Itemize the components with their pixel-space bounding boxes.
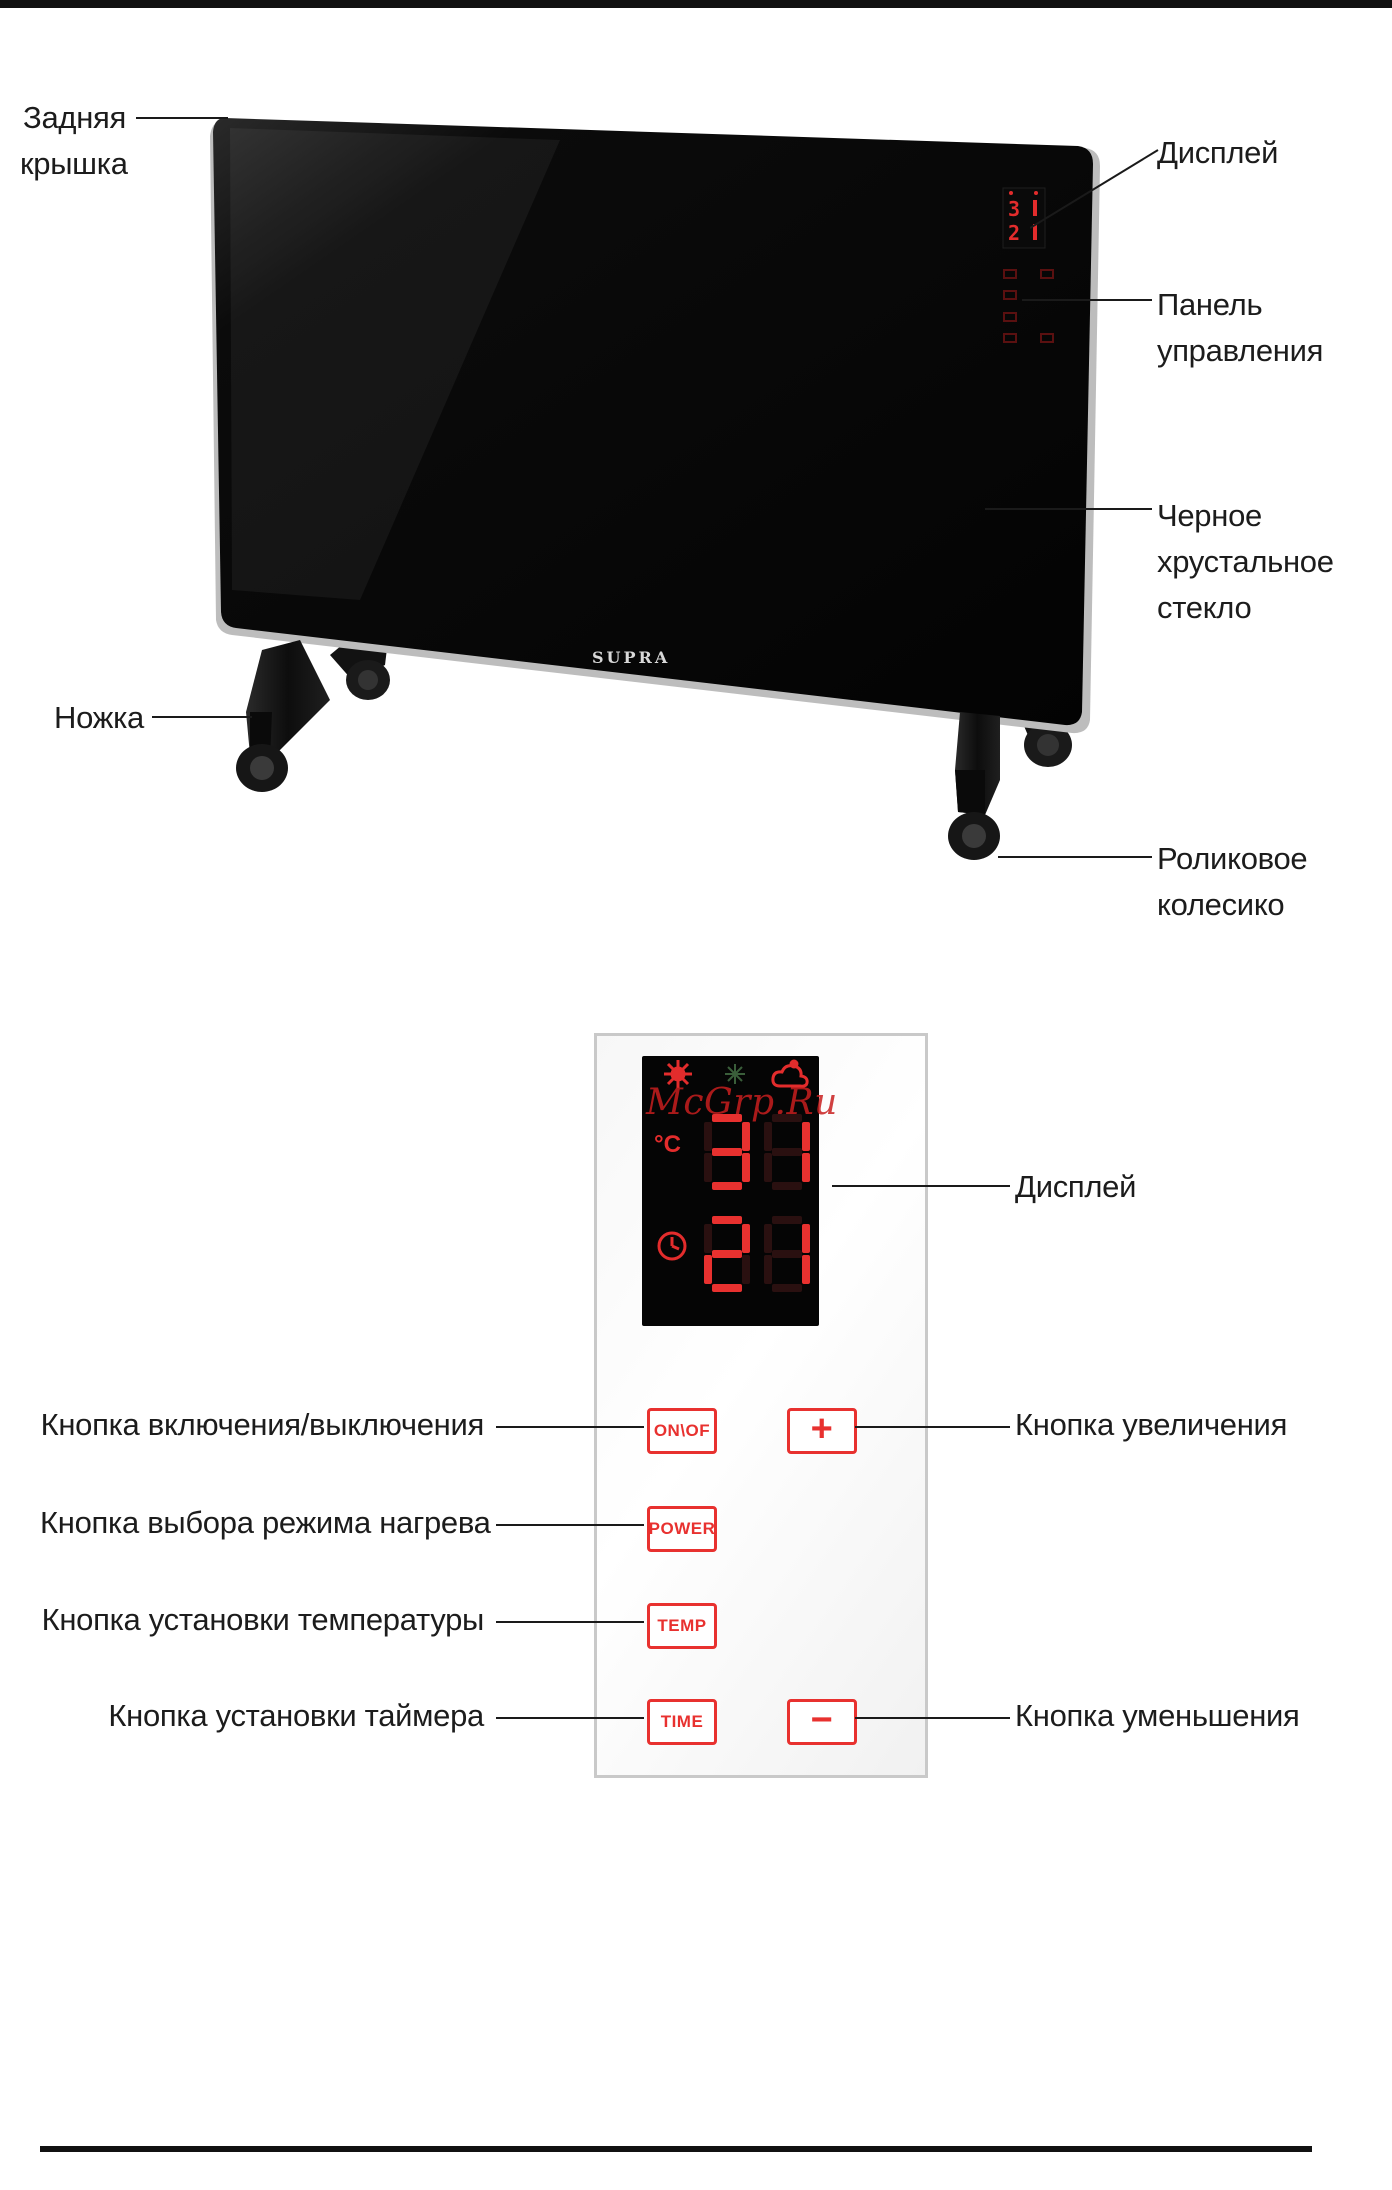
digit-segment — [802, 1224, 810, 1253]
front-leg-right — [948, 712, 1000, 860]
on-off-button[interactable]: ON\OF — [647, 1408, 717, 1454]
label-caster: Роликовое колесико — [1157, 836, 1307, 928]
seven-segment-digits — [642, 1056, 819, 1326]
temp-button-label: TEMP — [657, 1616, 706, 1636]
on-off-button-label: ON\OF — [654, 1421, 710, 1441]
leader-glass — [985, 508, 1152, 510]
digit-segment — [742, 1224, 750, 1253]
minus-icon: − — [811, 1701, 834, 1739]
digit-segment — [742, 1255, 750, 1284]
label-temp: Кнопка установки температуры — [40, 1597, 484, 1643]
svg-text:3: 3 — [1008, 197, 1020, 221]
digit-segment — [712, 1182, 742, 1190]
label-glass: Черное хрустальное стекло — [1157, 493, 1334, 631]
minus-button[interactable]: − — [787, 1699, 857, 1745]
leader-display — [832, 1185, 1010, 1187]
leader-display-top — [1030, 148, 1160, 230]
digit-segment — [704, 1224, 712, 1253]
digit-segment — [772, 1284, 802, 1292]
leader-back-cover — [136, 117, 228, 119]
label-power: Кнопка выбора режима нагрева — [40, 1500, 484, 1546]
leader-time — [496, 1717, 644, 1719]
digit-segment — [772, 1148, 802, 1156]
digit-segment — [802, 1255, 810, 1284]
leader-control-panel — [1022, 299, 1152, 301]
power-button[interactable]: POWER — [647, 1506, 717, 1552]
digit-segment — [772, 1216, 802, 1224]
power-button-label: POWER — [649, 1519, 716, 1539]
label-display: Дисплей — [1015, 1164, 1136, 1210]
digit-segment — [802, 1153, 810, 1182]
label-plus: Кнопка увеличения — [1015, 1402, 1287, 1448]
label-line: крышка — [20, 141, 126, 187]
digit-segment — [764, 1122, 772, 1151]
label-line: колесико — [1157, 882, 1307, 928]
leader-power — [496, 1524, 644, 1526]
leader-minus — [855, 1717, 1010, 1719]
digit-segment — [742, 1122, 750, 1151]
temperature-readout — [704, 1114, 810, 1190]
digit-segment — [712, 1284, 742, 1292]
label-time: Кнопка установки таймера — [40, 1693, 484, 1739]
leader-temp — [496, 1621, 644, 1623]
digit-segment — [764, 1255, 772, 1284]
plus-button[interactable]: + — [787, 1408, 857, 1454]
digit-segment — [764, 1153, 772, 1182]
label-leg: Ножка — [20, 695, 144, 741]
label-line: хрустальное — [1157, 539, 1334, 585]
svg-text:2: 2 — [1008, 221, 1020, 245]
label-line: управления — [1157, 328, 1323, 374]
label-back-cover: Задняя крышка — [20, 95, 126, 187]
digit-segment — [772, 1250, 802, 1258]
leader-leg — [152, 716, 252, 718]
digit-segment — [742, 1153, 750, 1182]
label-line: Панель — [1157, 282, 1323, 328]
time-button[interactable]: TIME — [647, 1699, 717, 1745]
label-display-top: Дисплей — [1157, 130, 1278, 176]
label-line: Роликовое — [1157, 836, 1307, 882]
digit-segment — [802, 1122, 810, 1151]
digit-segment — [712, 1250, 742, 1258]
digit-segment — [704, 1255, 712, 1284]
label-line: Черное — [1157, 493, 1334, 539]
temp-button[interactable]: TEMP — [647, 1603, 717, 1649]
control-panel: °C McGrp.Ru ON\OF + POWER TEMP TIME − — [594, 1033, 928, 1778]
digit-segment — [772, 1182, 802, 1190]
digit-segment — [704, 1122, 712, 1151]
digit-segment — [712, 1148, 742, 1156]
leader-on-off — [496, 1426, 644, 1428]
leader-plus — [855, 1426, 1010, 1428]
label-minus: Кнопка уменьшения — [1015, 1693, 1300, 1739]
time-button-label: TIME — [661, 1712, 704, 1732]
digit-segment — [704, 1153, 712, 1182]
digit-segment — [764, 1224, 772, 1253]
label-control-panel: Панель управления — [1157, 282, 1323, 374]
digit-segment — [712, 1114, 742, 1122]
leader-caster — [998, 856, 1152, 858]
digit-segment — [712, 1216, 742, 1224]
label-line: стекло — [1157, 585, 1334, 631]
label-line: Задняя — [20, 95, 126, 141]
plus-icon: + — [811, 1410, 834, 1448]
label-line: Дисплей — [1157, 130, 1278, 176]
display-screen: °C McGrp.Ru — [642, 1056, 819, 1326]
brand-logo: SUPRA — [592, 648, 670, 667]
timer-readout — [704, 1216, 810, 1292]
bottom-rule — [40, 2146, 1312, 2152]
label-line: Ножка — [20, 695, 144, 741]
digit-segment — [772, 1114, 802, 1122]
label-on-off: Кнопка включения/выключения — [40, 1402, 484, 1448]
